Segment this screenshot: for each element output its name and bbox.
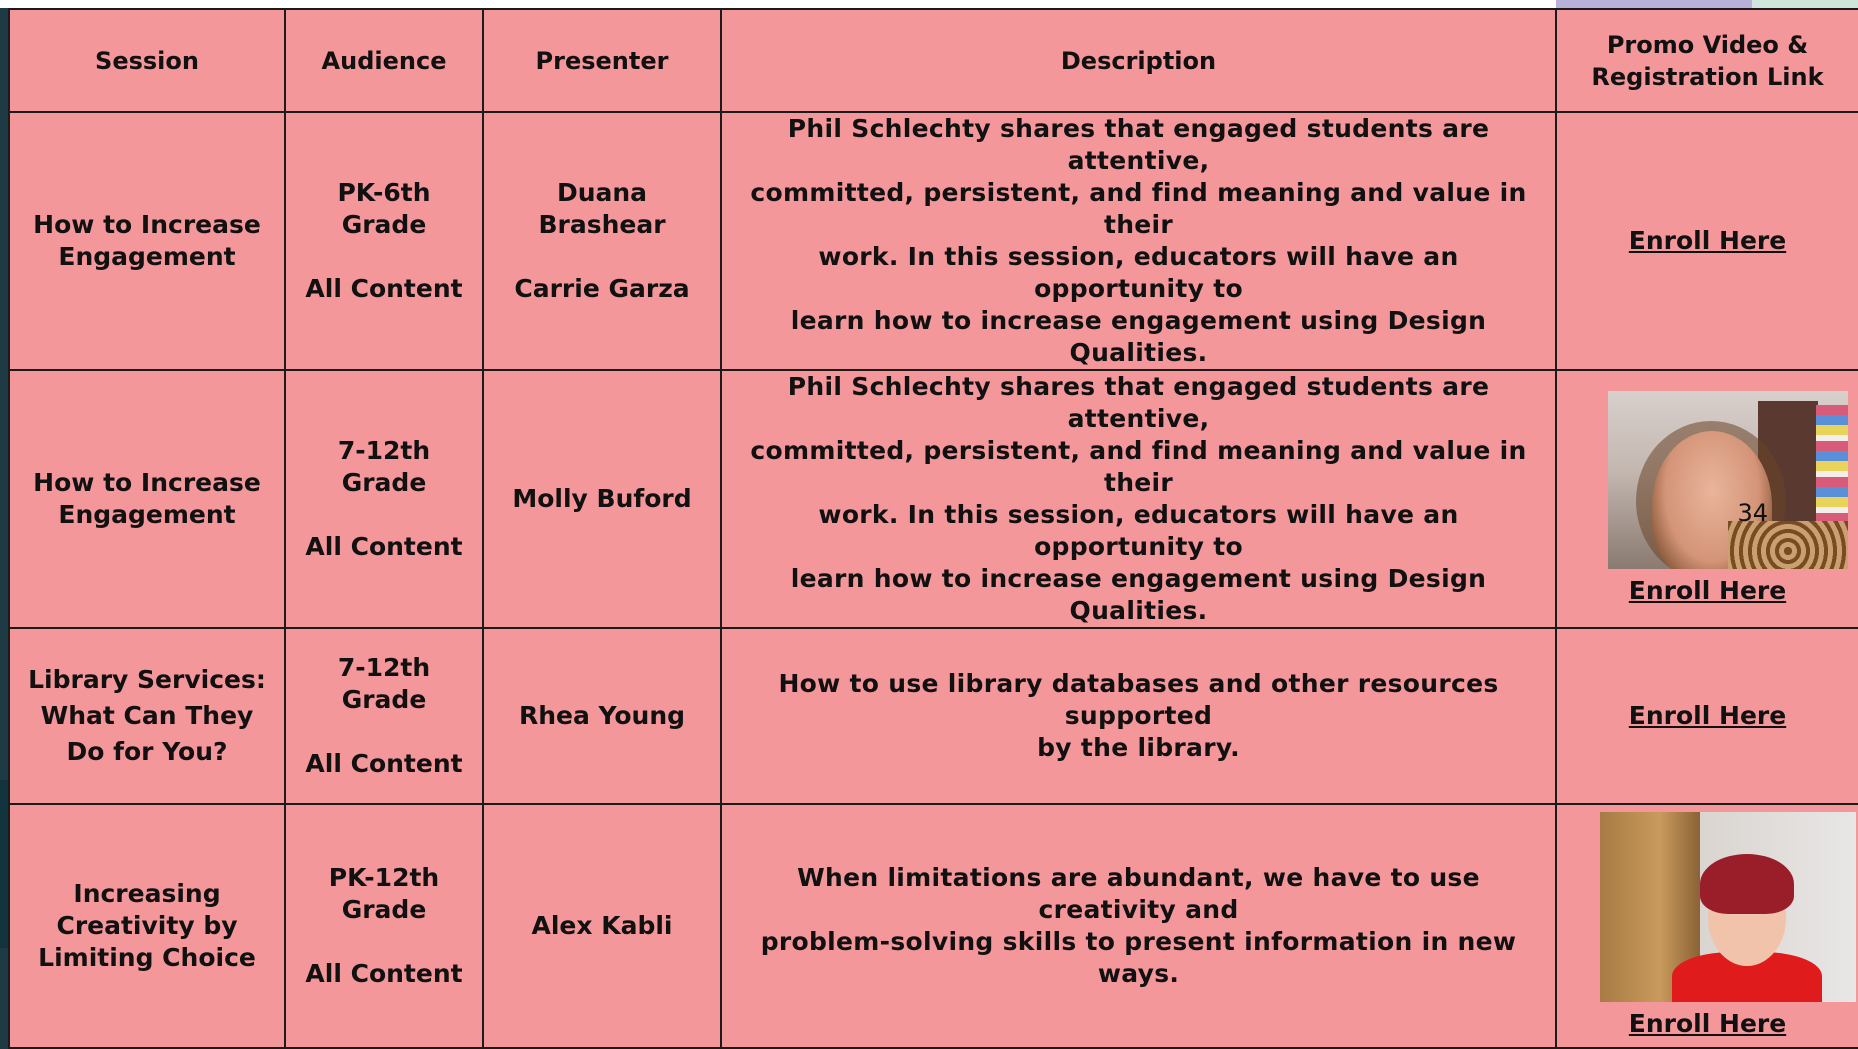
description-line: Phil Schlechty shares that engaged stude… [787, 372, 1490, 433]
description-cell: Phil Schlechty shares that engaged stude… [720, 111, 1557, 371]
promo-cell: 34 Enroll Here [1555, 369, 1858, 629]
audience-content: All Content [305, 274, 463, 303]
promo-content: 34 Enroll Here [1567, 391, 1848, 607]
audience-content: All Content [305, 532, 463, 561]
header-presenter: Presenter [482, 8, 722, 113]
session-title-line: Library Services: [28, 665, 266, 694]
description-line: How to use library databases and other r… [778, 669, 1499, 730]
description-line: Phil Schlechty shares that engaged stude… [787, 114, 1490, 175]
table-header-row: Session Audience Presenter Description P… [8, 8, 1858, 113]
table-row: How to Increase Engagement PK-6th Grade … [8, 111, 1858, 371]
presenter-cell: Rhea Young [482, 627, 722, 805]
table-row: Library Services: What Can They Do for Y… [8, 627, 1858, 805]
header-session: Session [8, 8, 286, 113]
description-line: problem-solving skills to present inform… [760, 927, 1517, 988]
audience-cell: 7-12th Grade All Content [284, 369, 484, 629]
session-cell: Library Services: What Can They Do for Y… [8, 627, 286, 805]
presenter-name: Molly Buford [512, 484, 692, 513]
audience-grade: PK-12th [328, 863, 440, 892]
promo-cell: Enroll Here [1555, 803, 1858, 1049]
table-row: Increasing Creativity by Limiting Choice… [8, 803, 1858, 1049]
enroll-link[interactable]: Enroll Here [1628, 701, 1787, 730]
description-line: learn how to increase engagement using D… [790, 564, 1487, 625]
table-row: How to Increase Engagement 7-12th Grade … [8, 369, 1858, 629]
presenter-cell: Molly Buford [482, 369, 722, 629]
session-cell: Increasing Creativity by Limiting Choice [8, 803, 286, 1049]
promo-video-thumbnail[interactable] [1599, 812, 1856, 1002]
presenter-name: Carrie Garza [514, 274, 690, 303]
audience-content: All Content [305, 959, 463, 988]
top-band-accent-purple [1556, 0, 1752, 9]
session-title-line: Increasing [73, 879, 221, 908]
session-title-line: Engagement [58, 242, 236, 271]
header-promo-line1: Promo Video & [1606, 30, 1809, 59]
presenter-name: Duana [556, 178, 648, 207]
session-cell: How to Increase Engagement [8, 111, 286, 371]
header-promo-line2: Registration Link [1591, 62, 1824, 91]
audience-cell: PK-6th Grade All Content [284, 111, 484, 371]
description-line: work. In this session, educators will ha… [818, 500, 1459, 561]
promo-video-thumbnail[interactable]: 34 [1607, 391, 1848, 569]
audience-content: All Content [305, 749, 463, 778]
description-cell: Phil Schlechty shares that engaged stude… [720, 369, 1557, 629]
presenter-cell: Alex Kabli [482, 803, 722, 1049]
session-title-line: Do for You? [66, 737, 228, 766]
description-line: committed, persistent, and find meaning … [750, 178, 1527, 239]
promo-cell: Enroll Here [1555, 627, 1858, 805]
video-presenter-hair [1699, 854, 1794, 914]
presenter-name: Brashear [538, 210, 666, 239]
audience-grade: PK-6th [337, 178, 431, 207]
video-presenter-scarf [1727, 521, 1848, 569]
session-title-line: Creativity by [56, 911, 238, 940]
audience-grade: 7-12th Grade [337, 653, 431, 714]
header-audience: Audience [284, 8, 484, 113]
top-band-accent-green [1752, 0, 1858, 9]
video-overlay-number: 34 [1737, 499, 1769, 527]
enroll-link[interactable]: Enroll Here [1628, 1009, 1787, 1038]
description-line: by the library. [1037, 733, 1240, 762]
audience-cell: PK-12th Grade All Content [284, 803, 484, 1049]
session-title-line: How to Increase [33, 210, 261, 239]
description-cell: How to use library databases and other r… [720, 627, 1557, 805]
presenter-cell: Duana Brashear Carrie Garza [482, 111, 722, 371]
session-schedule-table: Session Audience Presenter Description P… [8, 8, 1858, 1049]
audience-cell: 7-12th Grade All Content [284, 627, 484, 805]
presenter-name: Alex Kabli [531, 911, 673, 940]
description-line: learn how to increase engagement using D… [790, 306, 1487, 367]
enroll-link[interactable]: Enroll Here [1628, 226, 1787, 255]
top-band [0, 0, 1858, 8]
session-title-line: Engagement [58, 500, 236, 529]
description-line: committed, persistent, and find meaning … [750, 436, 1527, 497]
audience-grade: Grade [341, 895, 427, 924]
enroll-link[interactable]: Enroll Here [1628, 576, 1787, 605]
promo-cell: Enroll Here [1555, 111, 1858, 371]
session-cell: How to Increase Engagement [8, 369, 286, 629]
promo-content: Enroll Here [1567, 812, 1856, 1040]
audience-grade: 7-12th Grade [337, 436, 431, 497]
audience-grade: Grade [341, 210, 427, 239]
description-cell: When limitations are abundant, we have t… [720, 803, 1557, 1049]
presenter-name: Rhea Young [518, 701, 686, 730]
description-line: work. In this session, educators will ha… [818, 242, 1459, 303]
header-description: Description [720, 8, 1557, 113]
description-line: When limitations are abundant, we have t… [797, 863, 1480, 924]
session-title-line: How to Increase [33, 468, 261, 497]
session-title-line: What Can They [40, 701, 254, 730]
header-promo-registration: Promo Video & Registration Link [1555, 8, 1858, 113]
session-title-line: Limiting Choice [38, 943, 256, 972]
